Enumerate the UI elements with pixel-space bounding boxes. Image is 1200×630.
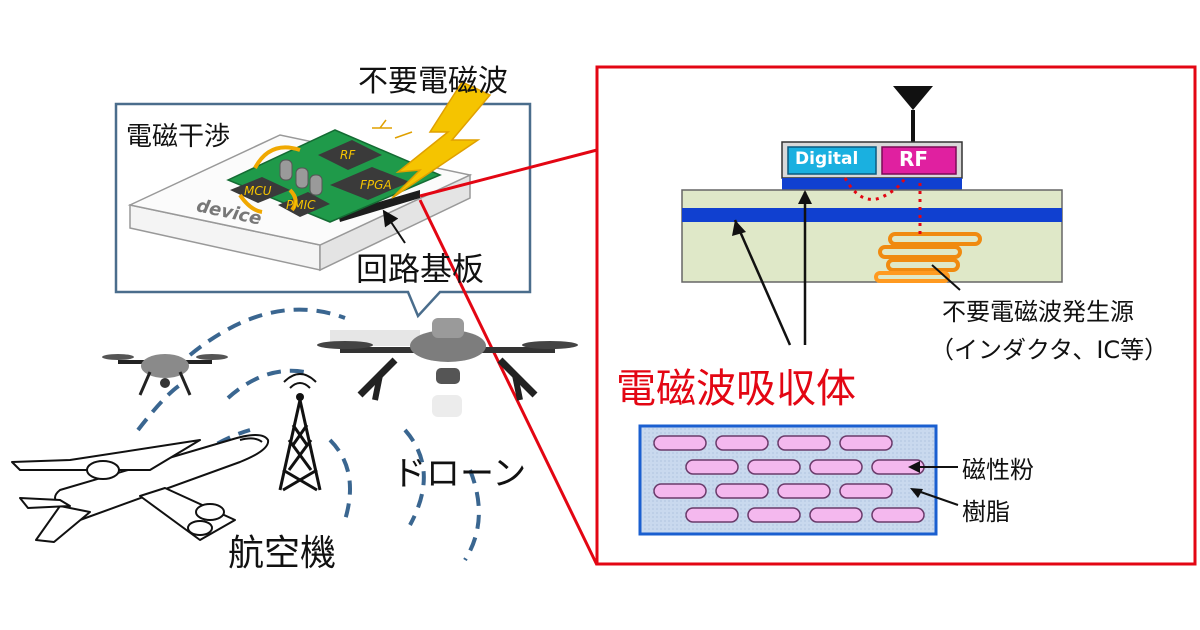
powder-arrowhead [908, 461, 920, 473]
board-label: 回路基板 [356, 250, 485, 288]
noise-label: 不要電磁波 [358, 64, 508, 99]
chip-mcu-label: MCU [244, 184, 272, 198]
zoom-line-bottom [418, 199, 599, 566]
substrate-blue-layer [682, 208, 1062, 222]
interference-arrows [238, 145, 301, 214]
inductor-coil-icon [874, 232, 982, 283]
resin-arrowhead [910, 488, 923, 498]
absorber-arrowhead-2 [798, 190, 812, 204]
detail-frame [595, 65, 1197, 566]
chip-mcu [230, 177, 290, 203]
chip-rf-label: RF [340, 148, 356, 162]
board-pointer-arrow [382, 209, 406, 244]
source-label-line1: 不要電磁波発生源 [942, 298, 1134, 326]
interference-label: 電磁干渉 [126, 122, 231, 152]
capacitors [279, 159, 323, 196]
absorber-arrowhead-1 [732, 220, 746, 236]
digital-label: Digital [795, 149, 859, 169]
small-drone-icon [102, 354, 228, 396]
rf-block [881, 146, 957, 175]
board-slot [338, 190, 420, 222]
small-antenna-icons [372, 119, 413, 139]
chip-pmic [278, 192, 330, 217]
absorber-arrow-1 [733, 219, 792, 346]
module-base-blue [782, 178, 962, 190]
magnetic-particles [653, 435, 925, 523]
substrate [681, 189, 1063, 283]
chip-fpga-label: FPGA [360, 178, 392, 192]
chip-rf [318, 140, 382, 170]
chip-fpga [330, 167, 410, 200]
digital-block [787, 146, 877, 175]
absorber-label: 電磁波吸収体 [616, 366, 856, 412]
rf-label: RF [899, 147, 929, 171]
chip-pmic-label: PMIC [286, 198, 316, 212]
resin-pointer [914, 489, 959, 506]
large-drone-icon [317, 318, 578, 417]
aircraft-label: 航空機 [228, 533, 337, 574]
source-pointer [931, 264, 961, 291]
tower-top [296, 393, 304, 401]
resin-label: 樹脂 [962, 498, 1010, 526]
drone-label: ドローン [392, 454, 527, 494]
noise-lightning-bolt [391, 81, 492, 199]
radio-tower-icon [278, 373, 322, 492]
source-label-line2: （インダクタ、IC等） [930, 336, 1169, 364]
zoom-line-top [419, 148, 598, 198]
magnetic-powder-label: 磁性粉 [962, 456, 1034, 484]
airplane-icon [11, 434, 270, 543]
antenna-icon [893, 86, 933, 142]
